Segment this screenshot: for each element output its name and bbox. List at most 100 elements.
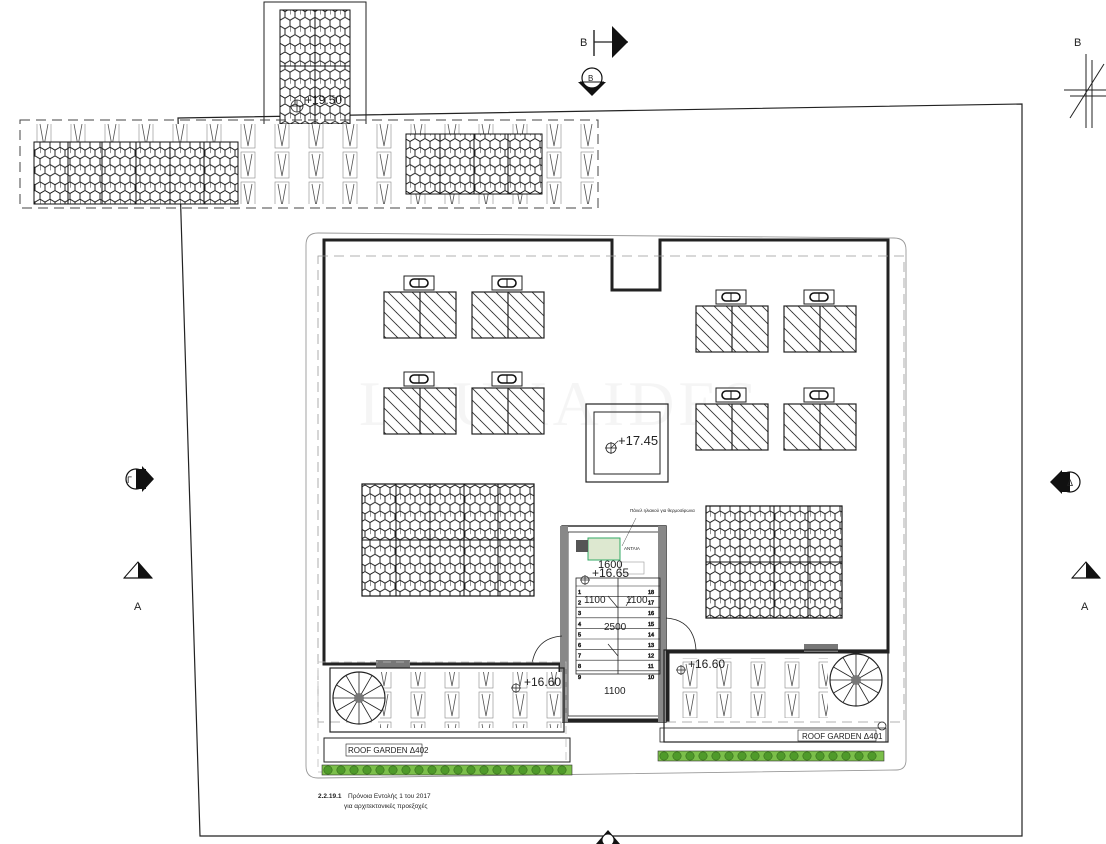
section-marker-b-top: B	[580, 26, 628, 58]
shrub	[492, 765, 502, 775]
level-label-roof: +17.45	[618, 433, 658, 448]
shrub	[815, 751, 825, 761]
shrub	[323, 765, 333, 775]
stair-step-number: 2	[578, 601, 581, 607]
svg-text:B: B	[588, 74, 593, 83]
section-marker-left-circle: Γ	[125, 466, 154, 492]
svg-text:A: A	[1081, 601, 1089, 613]
shrub	[672, 751, 682, 761]
stair-step-number: 9	[578, 675, 581, 681]
solar-collector	[783, 289, 857, 353]
section-marker-bottom	[596, 830, 620, 844]
equipment-label-2: ΑΝΤΛΙΑ	[624, 546, 640, 551]
stair-step-number: 1	[578, 590, 581, 596]
shrub	[711, 751, 721, 761]
section-marker-b-circle: B	[578, 67, 606, 96]
garden-label-right: ROOF GARDEN Δ401	[802, 732, 883, 741]
stair-step-number: 15	[648, 622, 654, 628]
level-label-left-terrace: +16.60	[524, 675, 561, 689]
level-label-top: +19.50	[305, 93, 342, 107]
equipment-label: Πάνελ ηλιακού για θερμοσίφωνα	[630, 507, 695, 513]
shrub	[789, 751, 799, 761]
section-marker-a-left: A	[122, 561, 154, 613]
stair-step-number: 4	[578, 622, 581, 628]
shrub	[867, 751, 877, 761]
stair-step-number: 8	[578, 664, 581, 670]
note-line-1: Πρόνοια Εντολής 1 του 2017	[348, 792, 431, 800]
shrub	[518, 765, 528, 775]
shrub	[401, 765, 411, 775]
stair-step-number: 6	[578, 643, 581, 649]
shrub	[763, 751, 773, 761]
solar-collector	[471, 371, 545, 435]
note-ref: 2.2.19.1	[318, 793, 342, 800]
shrub	[531, 765, 541, 775]
north-label: B	[1074, 37, 1081, 49]
stair-step-number: 17	[648, 601, 654, 607]
shrub	[505, 765, 515, 775]
skylight	[585, 403, 669, 483]
shrub	[440, 765, 450, 775]
svg-text:Δ: Δ	[1067, 478, 1073, 488]
stair-step-number: 5	[578, 632, 581, 638]
shrub	[362, 765, 372, 775]
shrub	[698, 751, 708, 761]
dim-stair-bottom: 1100	[604, 686, 626, 697]
shrub	[724, 751, 734, 761]
shrub	[544, 765, 554, 775]
shrub	[479, 765, 489, 775]
level-label-stair: +16.65	[592, 566, 629, 580]
note-line-2: για αρχιτεκτονικές προεξοχές	[344, 802, 427, 810]
dim-stair-right: 1100	[626, 595, 648, 606]
shrub	[841, 751, 851, 761]
solar-collectors	[383, 275, 857, 451]
shrub	[750, 751, 760, 761]
shrub	[375, 765, 385, 775]
shrub	[557, 765, 567, 775]
section-marker-a-right: A	[1070, 561, 1102, 613]
stair-step-number: 18	[648, 590, 654, 596]
garden-label-left: ROOF GARDEN Δ402	[348, 746, 429, 755]
solar-collector	[383, 371, 457, 435]
shrub	[336, 765, 346, 775]
solar-collector	[471, 275, 545, 339]
plot-boundary	[177, 103, 1023, 837]
stair-step-number: 10	[648, 675, 654, 681]
dim-stair-mid: 2500	[604, 622, 627, 633]
svg-text:Γ: Γ	[127, 475, 132, 485]
stair-step-number: 7	[578, 654, 581, 660]
svg-text:B: B	[580, 37, 587, 49]
stair-equipment	[587, 537, 621, 561]
shrub	[802, 751, 812, 761]
shrub	[776, 751, 786, 761]
solar-collector	[695, 387, 769, 451]
shrub	[427, 765, 437, 775]
dim-stair-left: 1100	[584, 595, 606, 606]
shrub	[828, 751, 838, 761]
stair-step-number: 16	[648, 611, 654, 617]
shrub	[388, 765, 398, 775]
svg-text:A: A	[134, 601, 142, 613]
north-arrow: B	[1064, 37, 1106, 128]
stair-step-number: 13	[648, 643, 654, 649]
solar-collector	[783, 387, 857, 451]
solar-collector	[383, 275, 457, 339]
shrub	[453, 765, 463, 775]
stair-step-number: 11	[648, 664, 654, 670]
shrub	[854, 751, 864, 761]
pergola-strip	[19, 119, 599, 209]
roof-outline-outer	[305, 232, 907, 779]
stair-step-number: 14	[648, 632, 654, 638]
shrub	[685, 751, 695, 761]
stair-step-number: 3	[578, 611, 581, 617]
stair-step-number: 12	[648, 654, 654, 660]
solar-collector	[695, 289, 769, 353]
shrub	[466, 765, 476, 775]
dim-stair-top: 1600	[598, 559, 622, 571]
shrub	[659, 751, 669, 761]
section-marker-right-circle: Δ	[1050, 470, 1081, 494]
level-label-right-terrace: +16.60	[688, 657, 725, 671]
shrub	[349, 765, 359, 775]
shrub	[414, 765, 424, 775]
